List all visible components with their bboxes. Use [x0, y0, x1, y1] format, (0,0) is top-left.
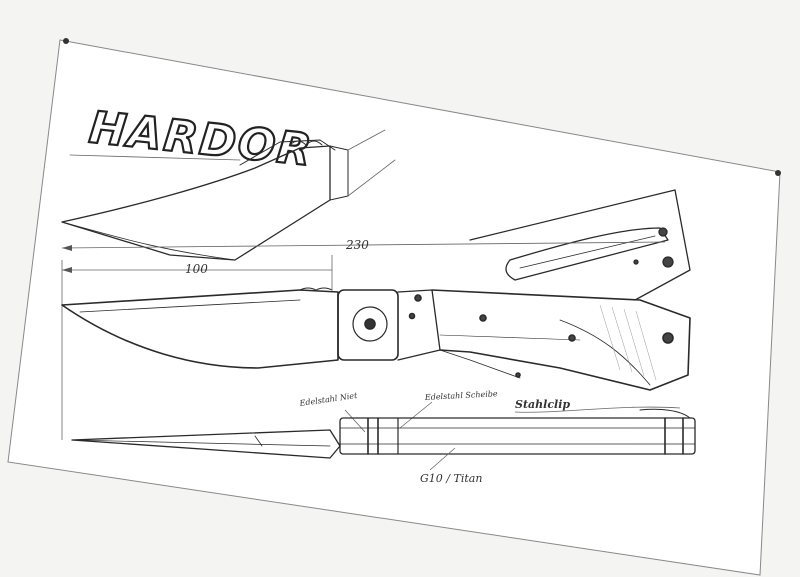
annotation-clip: Stahlclip — [515, 398, 570, 411]
handle-shading — [599, 304, 657, 381]
clip-detail — [469, 189, 691, 301]
bolster — [337, 289, 399, 361]
annotation-material: G10 / Titan — [420, 472, 482, 485]
pin-hole — [63, 38, 69, 44]
blade — [61, 289, 339, 369]
knife-side-view — [61, 287, 691, 391]
overall-length-label: 230 — [345, 238, 369, 252]
knife-spine-view — [71, 408, 696, 459]
pivot-screw — [352, 306, 388, 342]
paper-sheet — [7, 39, 781, 576]
blade-length-label: 100 — [185, 262, 208, 276]
blade-top-view — [61, 129, 396, 261]
pin-hole — [775, 170, 781, 176]
annotation-washer: Edelstahl Scheibe — [424, 389, 498, 402]
dimension-lines — [61, 241, 666, 440]
spine-handle — [339, 417, 696, 455]
handle — [431, 289, 691, 391]
